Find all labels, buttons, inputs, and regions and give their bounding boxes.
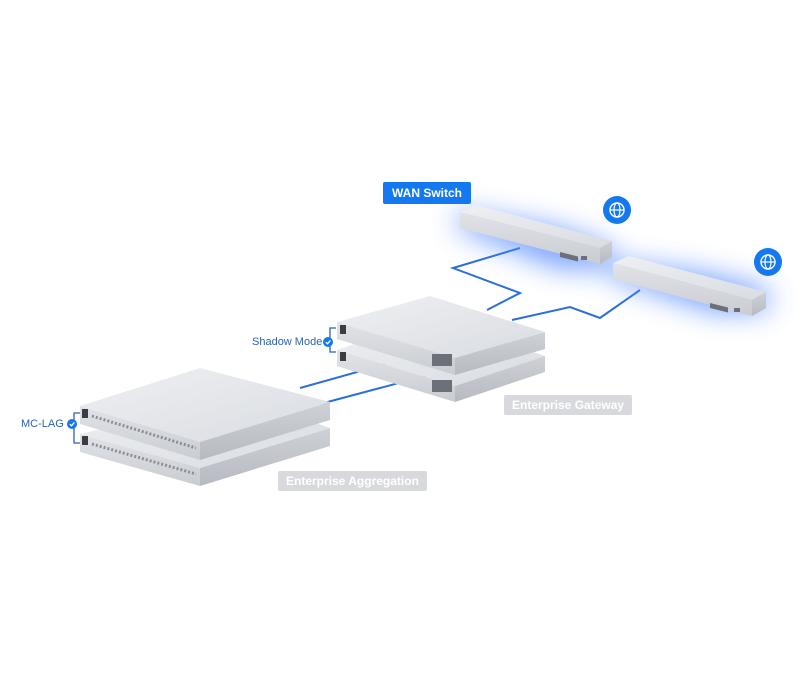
link-wan1-to-gateway [449, 247, 523, 311]
enterprise-aggregation-label: Enterprise Aggregation [278, 471, 427, 491]
shadow-mode-label: Shadow Mode [252, 336, 323, 348]
wan-switch-device-2 [613, 256, 766, 316]
link-wan2-to-gateway [511, 289, 641, 321]
enterprise-gateway-device-upper [337, 296, 545, 375]
mc-lag-label: MC-LAG [21, 418, 64, 430]
link-check-icon [323, 337, 333, 347]
enterprise-gateway-label: Enterprise Gateway [504, 395, 633, 415]
link-check-icon [67, 419, 77, 429]
enterprise-aggregation-device-upper [80, 368, 330, 460]
globe-icon [603, 196, 631, 224]
globe-icon [754, 248, 782, 276]
wan-switch-device-1 [460, 205, 612, 264]
wan-switch-label: WAN Switch [383, 182, 472, 204]
